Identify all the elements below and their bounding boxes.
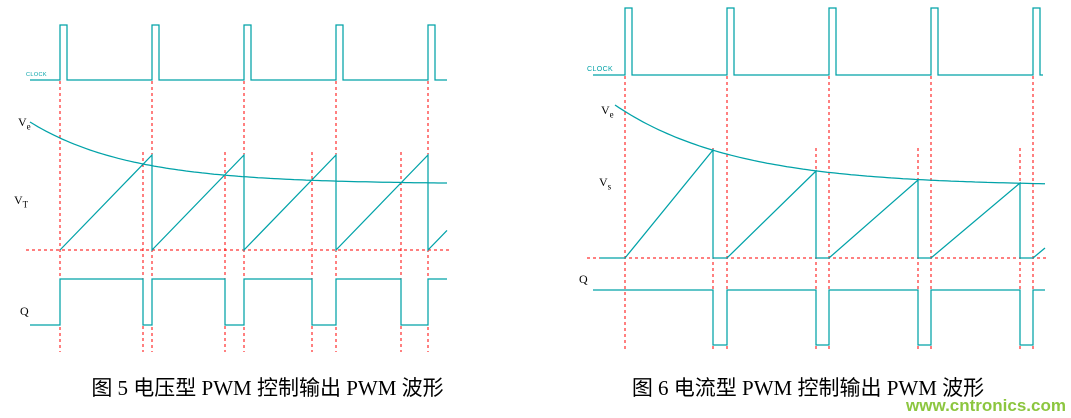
ve-label: Ve: [601, 104, 614, 119]
waveform-svg-fig6: [587, 7, 1047, 352]
ve-label-sub: e: [26, 121, 31, 132]
q-label: Q: [20, 304, 29, 318]
ramp-label-base: V: [14, 193, 23, 207]
ve-curve: [29, 121, 447, 184]
ve-label-base: V: [601, 103, 610, 117]
ramp-waveform: [600, 148, 1046, 259]
panel-fig6: CLOCK Ve Vs Q 图 6 电流型 PWM 控制输出 PWM 波形: [545, 0, 1071, 400]
q-waveform: [593, 289, 1045, 346]
ramp-label: VT: [14, 194, 28, 209]
ve-label-sub: e: [609, 109, 614, 120]
ramp-label-sub: T: [22, 199, 29, 210]
clock-label: CLOCK: [26, 72, 47, 78]
clock-waveform: [30, 24, 447, 81]
ramp-label-sub: s: [607, 181, 612, 192]
clock-label: CLOCK: [587, 66, 614, 73]
ve-curve: [614, 104, 1045, 185]
ramp-label: Vs: [599, 176, 611, 191]
ve-label-base: V: [18, 115, 27, 129]
clock-waveform: [593, 7, 1043, 76]
waveform-svg-fig5: [26, 24, 450, 352]
watermark: www.cntronics.com: [906, 396, 1066, 415]
fig6-caption: 图 6 电流型 PWM 控制输出 PWM 波形: [631, 376, 985, 400]
q-label: Q: [579, 272, 588, 286]
ve-label: Ve: [18, 116, 31, 131]
panel-fig5: CLOCK Ve VT Q 图 5 电压型 PWM 控制输出 PWM 波形: [0, 0, 535, 400]
q-waveform: [30, 278, 447, 326]
fig5-caption: 图 5 电压型 PWM 控制输出 PWM 波形: [91, 376, 444, 400]
ramp-waveform: [59, 153, 448, 252]
ramp-label-base: V: [599, 175, 608, 189]
